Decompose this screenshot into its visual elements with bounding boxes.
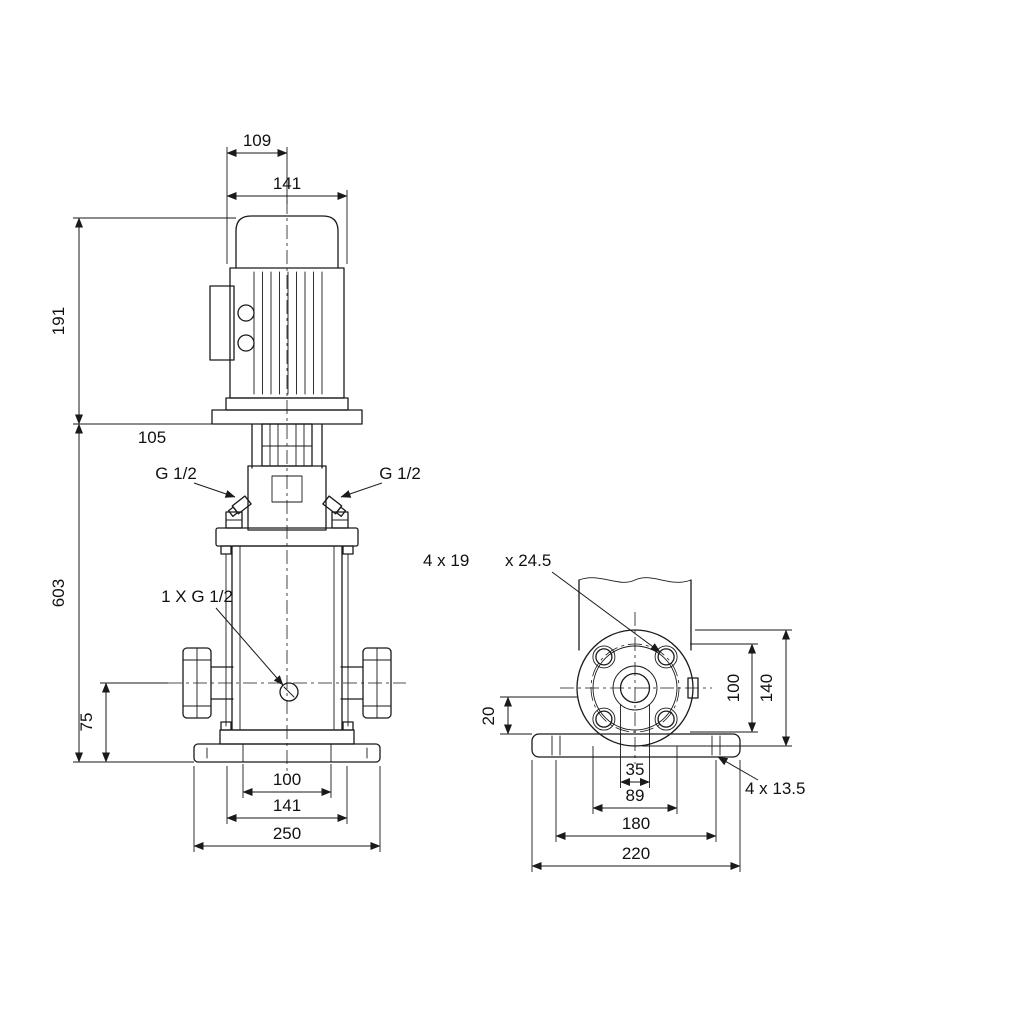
leader-port-left [193, 482, 236, 498]
head-body [247, 465, 327, 531]
ext-180 [555, 760, 717, 842]
bore-circle [619, 672, 651, 704]
ext-191 [73, 217, 236, 425]
base-holes-label: 4 x 13.5 [745, 779, 806, 798]
leader-port-right [340, 482, 383, 498]
dim-label-100-side: 100 [724, 674, 743, 702]
base-plate-side [531, 733, 741, 758]
bolt-hole [657, 648, 675, 666]
spotface [592, 707, 616, 731]
flange-holes-label: 4 x 19 [423, 551, 469, 570]
side-dimensions: 4 x 19 x 24.5 20 100 140 35 89 [423, 551, 806, 872]
dim-label-141-bottom: 141 [273, 796, 301, 815]
ext-89 [592, 746, 678, 814]
dim-label-35: 35 [626, 760, 645, 779]
bolt-hole [595, 710, 613, 728]
dim-label-20: 20 [479, 707, 498, 726]
staybolts [225, 553, 349, 727]
spotface [654, 707, 678, 731]
pipe-right [340, 666, 364, 700]
bolt-hole [657, 710, 675, 728]
leader-base-holes [717, 756, 759, 781]
base-plate-front [193, 743, 381, 763]
chamber-stack [220, 545, 354, 731]
dim-label-109: 109 [243, 131, 271, 150]
bolt-circle [590, 643, 680, 733]
port-label-left: G 1/2 [155, 464, 197, 483]
head-window [271, 475, 303, 503]
dim-label-191: 191 [49, 307, 68, 335]
sleeve-inner [239, 545, 335, 731]
bolt-hole [595, 648, 613, 666]
motor-fins [253, 271, 323, 395]
base-details-front [206, 743, 368, 763]
staybolt-nut-tl [220, 545, 232, 555]
port-label-right: G 1/2 [379, 464, 421, 483]
pipe-left [210, 666, 234, 700]
staybolt-nut-tr [342, 545, 354, 555]
dim-label-180: 180 [622, 814, 650, 833]
ext-250 [193, 766, 381, 852]
flange-face-view [576, 629, 699, 747]
cable-entry-bottom [237, 334, 255, 352]
flange-tab [687, 677, 699, 699]
dim-label-140: 140 [757, 674, 776, 702]
drain-plug-slot [283, 686, 295, 698]
leader-drain [215, 607, 284, 686]
bolt-holes [592, 645, 678, 731]
ext-220 [531, 760, 741, 872]
raised-face-circle [592, 645, 678, 731]
plug-cap-left [227, 506, 239, 517]
lantern-sides [251, 423, 323, 469]
dim-label-75: 75 [77, 713, 96, 732]
base-slots [551, 735, 721, 756]
coupling-lines [261, 423, 313, 467]
port-flanges [182, 647, 392, 719]
ext-140 [642, 629, 792, 747]
front-base [193, 729, 381, 763]
front-dimensions: 109 141 191 105 603 G 1/2 G 1/2 1 X G 1/… [49, 131, 421, 852]
ext-35 [620, 704, 650, 788]
drain-label: 1 X G 1/2 [161, 587, 233, 606]
fan-cover [235, 215, 339, 269]
ext-100-side [690, 643, 758, 733]
spotface [654, 645, 678, 669]
hub-circle [612, 665, 658, 711]
break-line [578, 577, 692, 583]
dim-label-89: 89 [626, 786, 645, 805]
terminal-box [209, 285, 235, 361]
front-view: 109 141 191 105 603 G 1/2 G 1/2 1 X G 1/… [49, 131, 421, 852]
dim-label-250: 250 [273, 824, 301, 843]
flange-left-face [182, 647, 212, 719]
ext-20 [500, 696, 577, 735]
spotface-label: x 24.5 [505, 551, 551, 570]
dim-label-100-front: 100 [273, 770, 301, 789]
plug-cap-right [335, 506, 347, 517]
leader-flange-holes [551, 571, 661, 653]
spotface [592, 645, 616, 669]
flange-od-circle [576, 629, 694, 747]
drain-plug [279, 682, 299, 702]
dim-label-141-top: 141 [273, 174, 301, 193]
dim-label-603: 603 [49, 579, 68, 607]
side-view: 4 x 19 x 24.5 20 100 140 35 89 [423, 551, 806, 872]
dim-label-105: 105 [138, 428, 166, 447]
dim-label-220: 220 [622, 844, 650, 863]
cable-entry-top [237, 304, 255, 322]
motor [209, 215, 363, 425]
side-base [531, 733, 741, 758]
flange-right-face [362, 647, 392, 719]
vent-plug-right [322, 495, 347, 517]
vent-plug-left [227, 495, 252, 517]
